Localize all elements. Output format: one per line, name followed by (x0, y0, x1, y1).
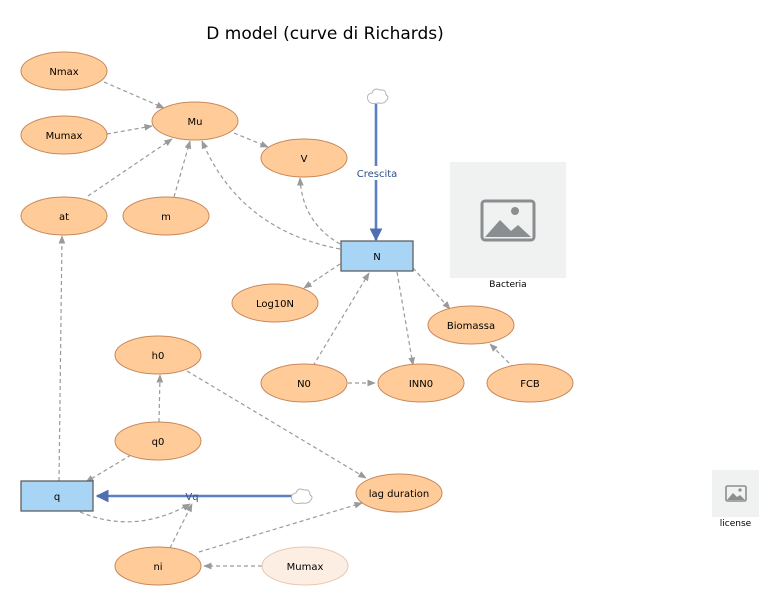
link-mumax-mu (106, 124, 153, 135)
cloud-icon (291, 488, 313, 505)
svg-text:lag duration: lag duration (369, 489, 430, 500)
stock-q[interactable]: q (20, 480, 94, 512)
flow-label-vq: Vq (185, 492, 198, 503)
link-q-at (58, 235, 66, 482)
variable-ni[interactable]: ni (114, 546, 202, 586)
variable-fcb[interactable]: FCB (486, 363, 574, 403)
link-n-v (296, 177, 341, 245)
link-m-mu (173, 140, 192, 198)
image-placeholder-icon (725, 485, 747, 502)
bacteria-caption: Bacteria (489, 280, 527, 290)
license-image[interactable] (712, 470, 759, 517)
svg-text:Biomassa: Biomassa (447, 321, 495, 332)
variable-m[interactable]: m (122, 196, 210, 236)
link-ni-vq (169, 503, 193, 549)
variable-mu[interactable]: Mu (151, 101, 239, 141)
variable-mumax-ghost[interactable]: Mumax (261, 546, 349, 586)
variable-lag-duration[interactable]: lag duration (355, 473, 443, 513)
variable-mumax[interactable]: Mumax (20, 115, 108, 155)
variable-biomassa[interactable]: Biomassa (427, 305, 515, 345)
link-mu-v (233, 132, 269, 148)
svg-text:m: m (161, 212, 171, 223)
flow-label-crescita: Crescita (357, 169, 398, 180)
svg-text:ni: ni (153, 562, 162, 573)
svg-text:Mu: Mu (188, 117, 203, 128)
svg-text:at: at (59, 212, 69, 223)
svg-text:Mumax: Mumax (46, 131, 83, 142)
diagram-title: D model (curve di Richards) (206, 24, 444, 44)
variable-log10n[interactable]: Log10N (231, 283, 319, 323)
variable-at[interactable]: at (20, 196, 108, 236)
stock-n[interactable]: N (340, 240, 414, 272)
license-caption: license (719, 519, 752, 529)
variable-h0[interactable]: h0 (114, 335, 202, 375)
variable-q0[interactable]: q0 (114, 421, 202, 461)
cloud-icon (367, 88, 389, 105)
svg-text:V: V (301, 154, 308, 165)
link-n-inn0 (396, 271, 416, 366)
link-at-mu (87, 138, 173, 197)
link-n0-n (312, 272, 370, 367)
link-ni-lag (198, 501, 363, 553)
svg-text:q0: q0 (152, 437, 165, 448)
svg-text:Log10N: Log10N (256, 299, 294, 310)
link-q0-q (85, 454, 132, 483)
variable-inn0[interactable]: INN0 (377, 363, 465, 403)
links (58, 81, 515, 570)
svg-text:h0: h0 (152, 351, 165, 362)
variable-nmax[interactable]: Nmax (20, 51, 108, 91)
stock-label-q: q (54, 492, 60, 503)
link-n-log10n (303, 263, 341, 289)
svg-text:N0: N0 (297, 379, 311, 390)
link-q-vq (79, 503, 191, 523)
bacteria-image[interactable] (450, 162, 566, 278)
variable-v[interactable]: V (260, 138, 348, 178)
svg-text:Nmax: Nmax (49, 67, 78, 78)
flow-vq[interactable]: Vq (95, 489, 292, 503)
link-fcb-biomassa (489, 343, 515, 369)
link-nmax-mu (103, 81, 165, 109)
svg-text:Mumax: Mumax (287, 562, 324, 573)
link-n-mu (201, 140, 341, 250)
variable-n0[interactable]: N0 (260, 363, 348, 403)
svg-text:INN0: INN0 (409, 379, 433, 390)
svg-text:FCB: FCB (520, 379, 540, 390)
flow-crescita[interactable]: Crescita (356, 104, 398, 242)
link-n-biomassa (412, 267, 451, 310)
image-placeholder-icon (480, 199, 536, 242)
stock-label-n: N (373, 252, 380, 263)
link-q0-h0 (156, 374, 164, 423)
